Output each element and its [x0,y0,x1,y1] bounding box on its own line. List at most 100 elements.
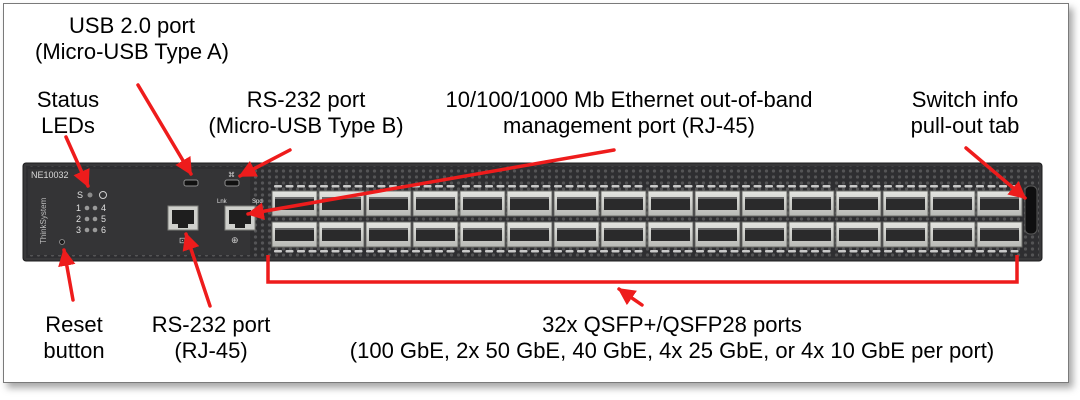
reset-button-icon[interactable] [59,239,65,245]
port-led [611,250,620,253]
usb-port-label-line1: USB 2.0 port [69,13,195,38]
port-led [838,185,846,188]
qsfp-port [365,190,412,217]
port-led [634,250,643,253]
port-led [412,250,420,253]
port-led [765,250,773,253]
port-led [285,250,294,253]
qsfp-port [929,221,976,248]
led-label-1: 1 [76,203,81,213]
qsfp-port [271,221,318,248]
qsfp-port [365,221,412,248]
port-led [822,185,831,188]
port-led [519,250,528,253]
port-led [987,185,996,188]
ethernet-label-line1: 10/100/1000 Mb Ethernet out-of-band [445,87,813,112]
port-led [941,185,950,188]
port-led [673,185,681,188]
port-led [953,185,961,188]
qsfp-ports-label-line2: (100 GbE, 2x 50 GbE, 40 GbE, 4x 25 GbE, … [349,338,995,363]
port-led [799,250,808,253]
port-led [661,185,670,188]
port-symbol-icon: ⊡ [179,236,186,245]
port-led [730,250,739,253]
pullout-tab[interactable] [1024,185,1038,235]
port-led [366,250,374,253]
led-label-s: S [77,190,83,200]
port-led [753,185,762,188]
port-led [976,250,984,253]
port-led [531,185,539,188]
led-icon [84,227,90,233]
pullout-tab-label: Switch info pull-out tab [890,87,1040,139]
led-icon [84,216,90,222]
port-led [600,185,608,188]
port-led [496,185,505,188]
qsfp-port [882,221,929,248]
arrow-ethernet [246,148,616,220]
rs232-rj45-label: RS-232 port (RJ-45) [131,312,291,364]
port-led [811,250,819,253]
qsfp-bracket [266,255,1019,284]
port-led [776,185,785,188]
port-led [377,185,386,188]
port-led [320,185,328,188]
qsfp-port [647,221,694,248]
port-led [435,185,443,188]
arrow-pullout [964,146,1027,200]
qsfp-port [459,221,506,248]
port-led [753,250,762,253]
port-led [462,185,470,188]
usb-port-label-line2: (Micro-USB Type A) [35,39,229,64]
qsfp-port [553,190,600,217]
port-led [508,250,516,253]
qsfp-port [459,190,506,217]
port-led [742,250,750,253]
port-led [354,185,363,188]
qsfp-port [929,190,976,217]
status-leds-label-line1: Status [36,87,100,112]
port-led [577,185,585,188]
port-led [661,250,670,253]
qsfp-port [694,221,741,248]
port-led [508,185,516,188]
led-icon [84,205,90,211]
port-led [343,250,351,253]
port-led [799,185,808,188]
rj45-console-port: ⊡ [167,205,199,245]
usb-port-icon [183,179,199,187]
qsfp-port [741,190,788,217]
port-led [884,250,892,253]
port-led [696,250,704,253]
port-led [623,185,631,188]
port-led [872,250,881,253]
port-led [389,250,397,253]
port-led [354,250,363,253]
qsfp-port [600,190,647,217]
reset-button-label: Reset button [28,312,120,364]
port-led [930,185,938,188]
arrow-reset [58,248,76,302]
port-led [554,250,562,253]
port-led [895,250,904,253]
usb-port-label: USB 2.0 port (Micro-USB Type A) [15,13,249,65]
qsfp-port [600,221,647,248]
qsfp-port [694,190,741,217]
port-led [600,250,608,253]
port-led [684,185,693,188]
qsfp-port [553,221,600,248]
port-led [343,185,351,188]
port-led [788,250,796,253]
qsfp-port [835,221,882,248]
port-led [285,185,294,188]
port-led [366,185,374,188]
port-led [941,250,950,253]
port-led [707,250,716,253]
qsfp-port [788,190,835,217]
port-led [577,250,585,253]
port-led [519,185,528,188]
port-led [811,185,819,188]
port-led [462,250,470,253]
port-led [400,250,409,253]
